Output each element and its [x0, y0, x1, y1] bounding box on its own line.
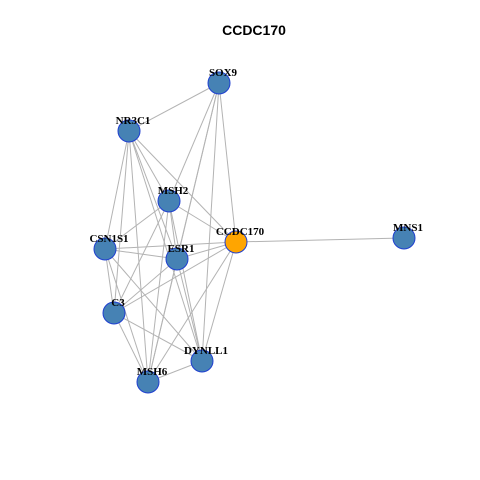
node-label-nr3c1: NR3C1 — [116, 115, 151, 127]
edge-nr3c1-csn1s1 — [104, 130, 130, 250]
edge-nr3c1-esr1 — [128, 130, 178, 260]
node-label-msh6: MSH6 — [137, 366, 168, 378]
node-label-msh2: MSH2 — [158, 185, 189, 197]
node-circle-ccdc170[interactable] — [224, 230, 248, 254]
edge-msh2-msh6 — [147, 200, 170, 383]
diagram-title: CCDC170 — [222, 22, 286, 38]
edge-msh2-csn1s1 — [104, 200, 170, 250]
node-label-c3: C3 — [111, 297, 125, 309]
edge-layer — [104, 82, 405, 383]
edge-esr1-dynll1 — [176, 258, 203, 362]
edge-sox9-msh2 — [168, 82, 220, 202]
edge-ccdc170-dynll1 — [201, 241, 237, 362]
edge-sox9-dynll1 — [201, 82, 220, 362]
node-circle-mns1[interactable] — [392, 226, 416, 250]
edge-ccdc170-csn1s1 — [104, 241, 237, 250]
edge-ccdc170-c3 — [113, 241, 237, 314]
edge-msh2-ccdc170 — [168, 200, 237, 243]
node-csn1s1[interactable]: CSN1S1 — [89, 233, 129, 261]
edge-csn1s1-dynll1 — [104, 248, 203, 362]
edge-esr1-msh6 — [147, 258, 178, 383]
node-label-sox9: SOX9 — [209, 67, 238, 79]
edge-msh2-c3 — [113, 200, 170, 314]
node-label-csn1s1: CSN1S1 — [89, 233, 128, 245]
node-circle-c3[interactable] — [102, 301, 126, 325]
node-msh2[interactable]: MSH2 — [157, 185, 189, 213]
edge-csn1s1-msh6 — [104, 248, 149, 383]
node-circle-msh6[interactable] — [136, 370, 160, 394]
edge-nr3c1-ccdc170 — [128, 130, 237, 243]
node-sox9[interactable]: SOX9 — [207, 67, 238, 95]
node-esr1[interactable]: ESR1 — [165, 243, 195, 271]
node-label-ccdc170: CCDC170 — [216, 226, 265, 238]
node-label-mns1: MNS1 — [393, 222, 423, 234]
edge-nr3c1-msh2 — [128, 130, 170, 202]
edge-c3-dynll1 — [113, 312, 203, 362]
edge-esr1-c3 — [113, 258, 178, 314]
node-circle-dynll1[interactable] — [190, 349, 214, 373]
edge-ccdc170-mns1 — [235, 237, 405, 243]
edge-nr3c1-c3 — [113, 130, 130, 314]
node-label-dynll1: DYNLL1 — [184, 345, 228, 357]
node-dynll1[interactable]: DYNLL1 — [184, 345, 228, 373]
node-circle-esr1[interactable] — [165, 247, 189, 271]
node-circle-msh2[interactable] — [157, 189, 181, 213]
edge-c3-msh6 — [113, 312, 149, 383]
node-msh6[interactable]: MSH6 — [136, 366, 168, 394]
node-nr3c1[interactable]: NR3C1 — [116, 115, 151, 143]
edge-ccdc170-msh6 — [147, 241, 237, 383]
node-label-esr1: ESR1 — [168, 243, 195, 255]
edge-msh2-dynll1 — [168, 200, 203, 362]
node-circle-sox9[interactable] — [207, 71, 231, 95]
node-circle-csn1s1[interactable] — [93, 237, 117, 261]
edge-sox9-ccdc170 — [218, 82, 237, 243]
edge-csn1s1-esr1 — [104, 248, 178, 260]
node-mns1[interactable]: MNS1 — [392, 222, 423, 250]
node-circle-nr3c1[interactable] — [117, 119, 141, 143]
edge-sox9-nr3c1 — [128, 82, 220, 132]
node-c3[interactable]: C3 — [102, 297, 126, 325]
edge-nr3c1-msh6 — [128, 130, 149, 383]
node-ccdc170[interactable]: CCDC170 — [216, 226, 265, 254]
